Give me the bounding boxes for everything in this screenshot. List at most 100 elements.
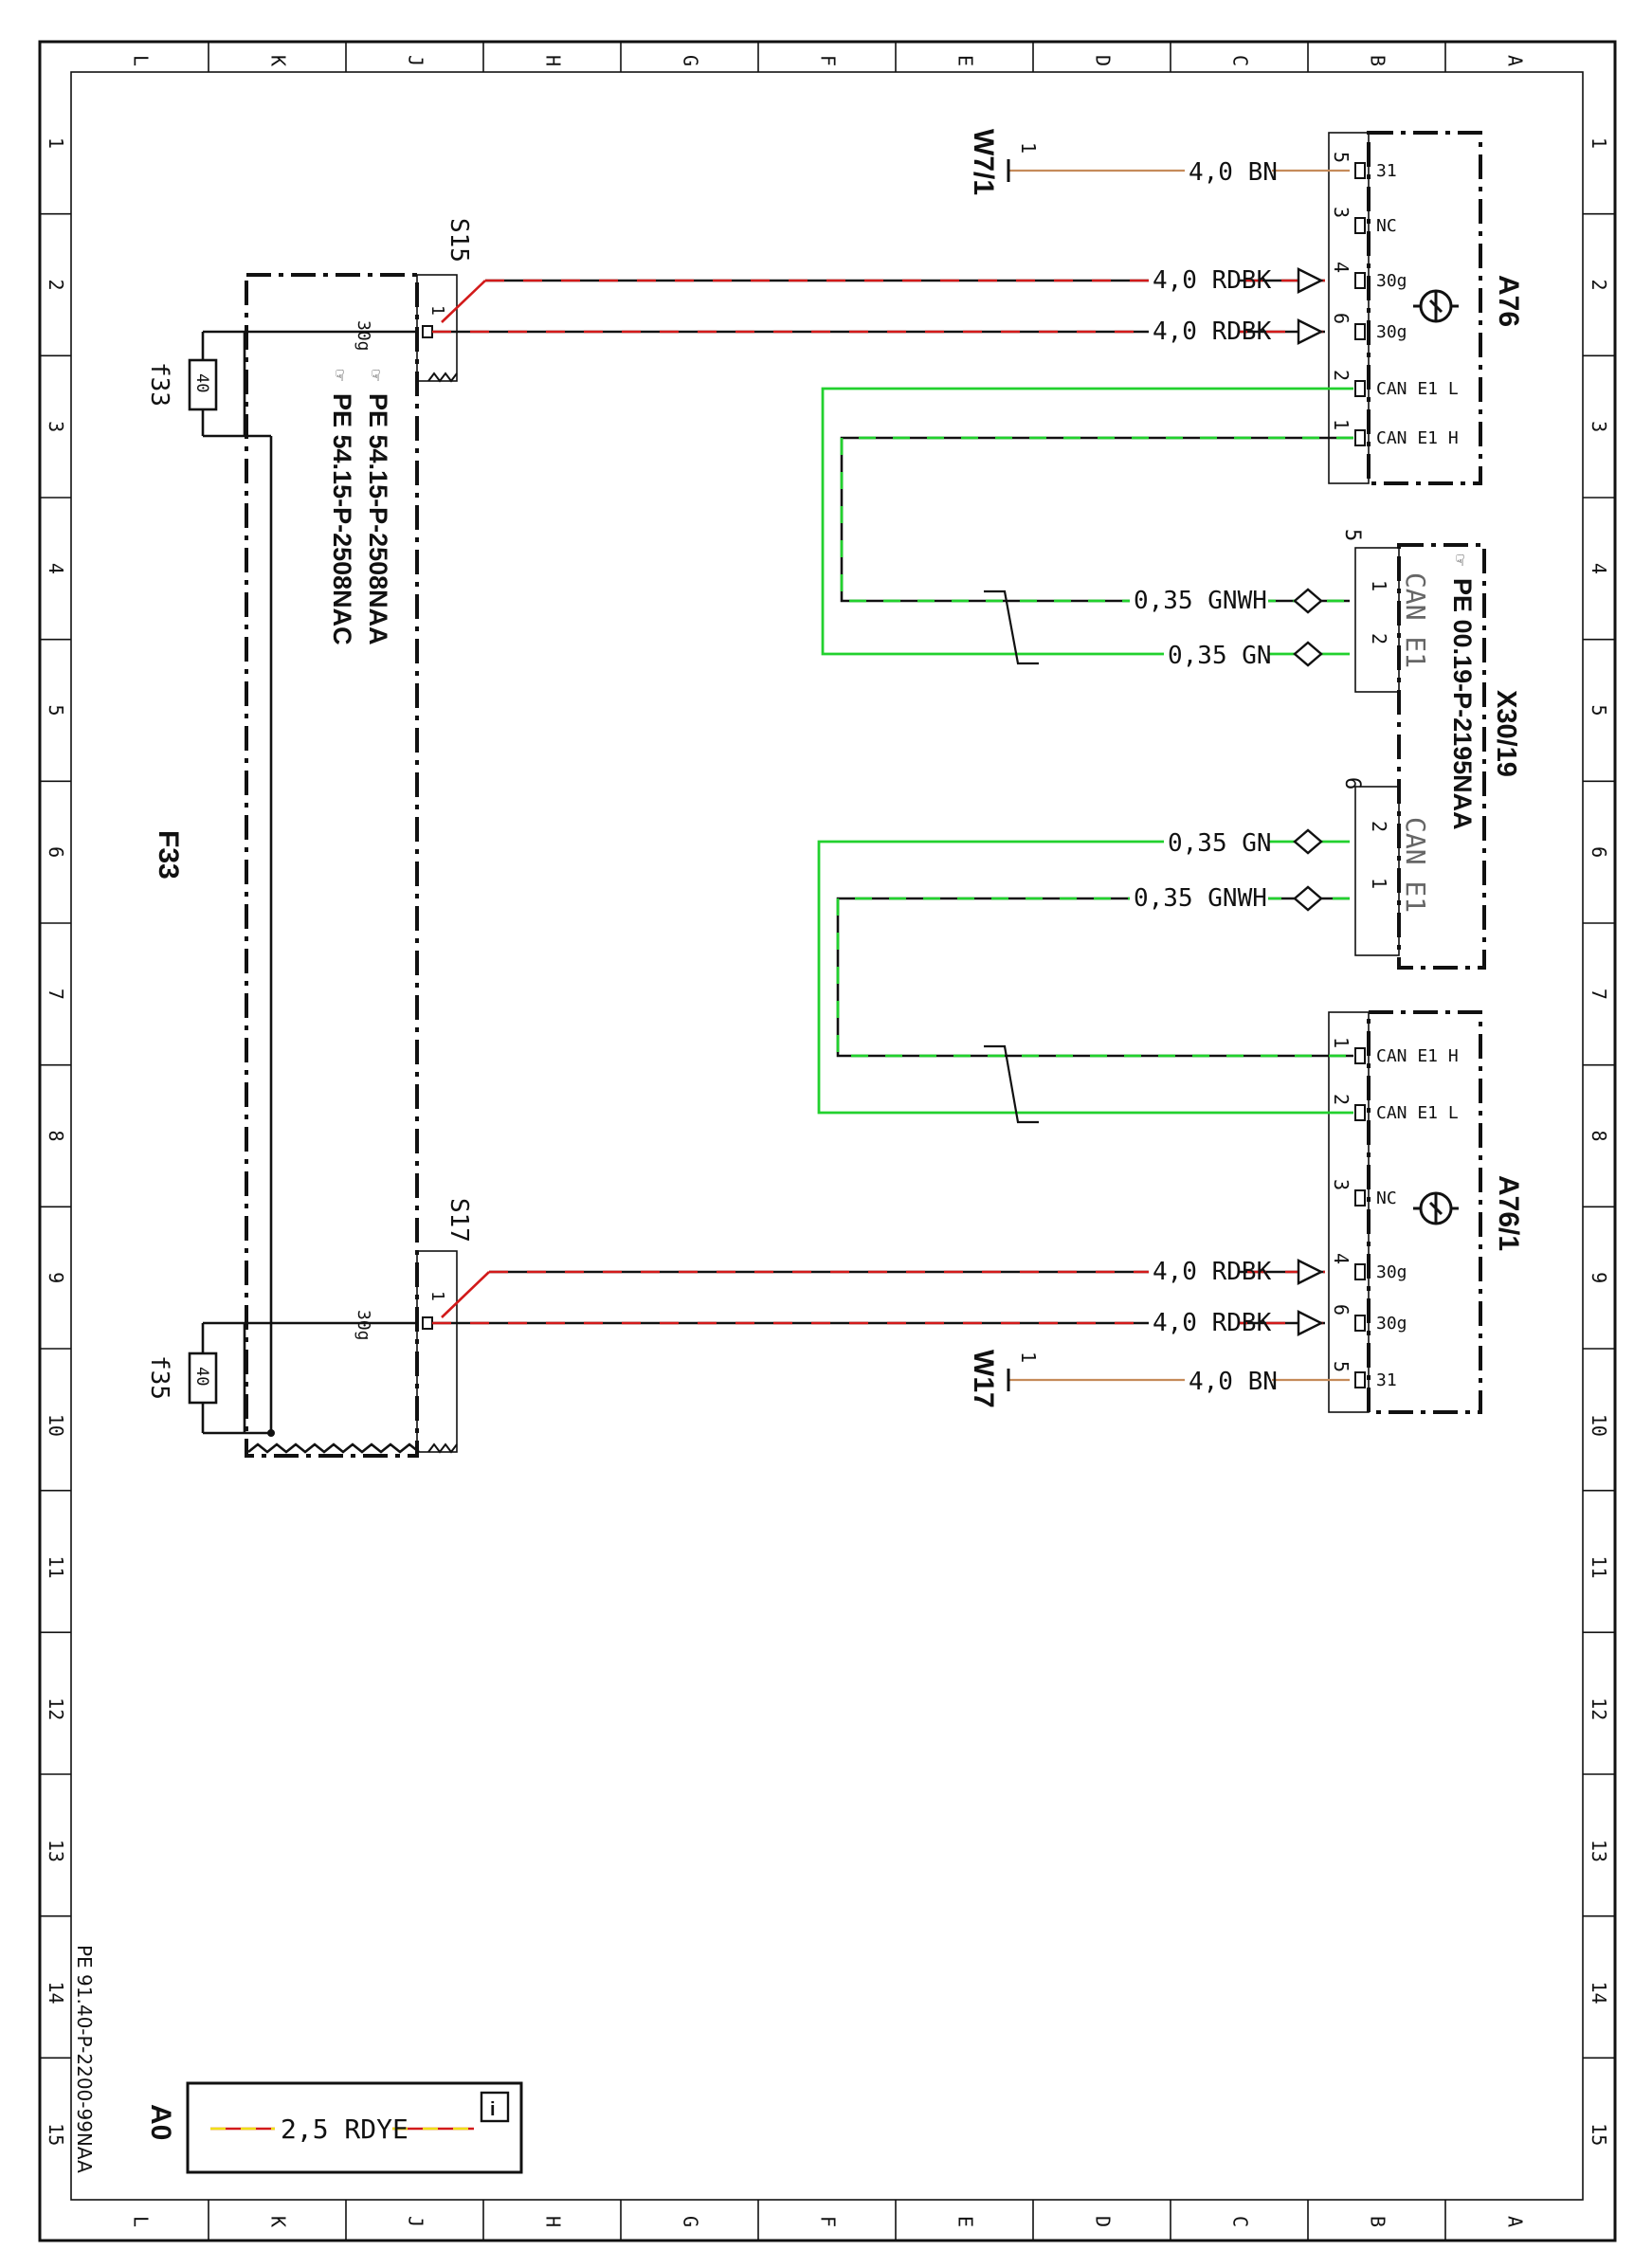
component-a76[interactable]: A76 [1328,131,1524,485]
column-label: G [680,55,702,66]
x30-pin: 1 [1368,878,1390,889]
wire-labels-can: 0,35 GNWH 0,35 GN 0,35 GN 0,35 GNWH [1130,586,1272,913]
w17-label: W17 [968,1350,999,1408]
fuse-rating: 40 [192,373,211,392]
x30-19-ref: PE 00.19-P-2195NAA [1448,578,1477,830]
s15-label: S15 [445,218,473,263]
fuse-pin-30g-bottom: 30g [354,1310,373,1341]
fuse-pin-30g-top: 30g [354,320,373,352]
a76-label: A76 [1493,275,1524,327]
wire-can-l-upper[interactable] [821,387,1353,656]
fuse-f33[interactable]: 40 f33 [145,330,245,438]
ground-w7-1[interactable]: W7/1 1 [968,129,1040,195]
wire-label: 4,0 RDBK [1153,266,1272,295]
wire-can-l-lower[interactable] [817,840,1353,1115]
wire-can-h-lower[interactable] [836,897,1353,1058]
wire-label: 4,0 RDBK [1153,318,1272,346]
row-label: 12 [45,1697,67,1720]
row-label: 2 [45,280,67,291]
pin-name: 31 [1376,161,1397,181]
component-x30-19[interactable]: X30/19 ☞ PE 00.19-P-2195NAA 5 6 CAN E1 C… [1340,529,1521,970]
column-label: L [130,55,153,66]
pin-number: 3 [1330,207,1352,218]
row-label: 4 [45,563,67,574]
pin-name: NC [1376,216,1397,236]
wire-label: 4,0 BN [1189,158,1278,187]
wire-bn-w17[interactable] [1007,1369,1350,1391]
pin-number: 1 [1330,1037,1352,1048]
info-icon[interactable] [480,2091,510,2123]
pin-terminal [1354,1315,1366,1332]
pin-name: CAN E1 L [1376,1103,1459,1123]
legend-wire-label: 2,5 RDYE [281,2114,408,2145]
component-f33[interactable]: F33 ☞ PE 54.15-P-2508NAA ☞ PE 54.15-P-25… [153,273,420,1458]
wire-can-h-upper[interactable] [840,436,1353,603]
row-label: 7 [1588,989,1610,1000]
row-label: 6 [45,846,67,858]
column-label: L [130,2216,153,2227]
info-icon-glyph: i [490,2099,496,2120]
row-label: 15 [1588,2123,1610,2146]
column-label: G [680,2216,702,2227]
splice-s15[interactable]: S15 1 [416,218,473,383]
drawing-frame [38,40,1617,2242]
x30-pins: 1 2 2 1 [1368,580,1390,889]
x30-top-label: CAN E1 [1400,572,1431,668]
pin-name: CAN E1 L [1376,379,1459,399]
wire-label: 0,35 GN [1168,829,1272,858]
x30-bottom-label: CAN E1 [1400,817,1431,913]
sheet-label: A0 [145,2104,176,2140]
row-label: 13 [1588,1840,1610,1862]
row-label: 11 [1588,1556,1610,1579]
splice-s17[interactable]: S17 1 [416,1198,473,1454]
pin-number: 4 [1330,262,1352,273]
connector-arrows-can [1293,588,1323,912]
wire-label: 0,35 GNWH [1134,884,1267,913]
column-label: K [267,2216,290,2227]
wire-bn-w7-1[interactable] [1007,159,1350,182]
column-label: E [954,2216,977,2227]
fuse-bus [243,330,417,1437]
component-a76-1[interactable]: A76/1 [1328,1010,1524,1414]
pin-terminal [1354,1189,1366,1207]
row-label: 3 [1588,421,1610,432]
pin-terminal [1354,1104,1366,1121]
document-icon: ☞ [1449,554,1472,566]
twisted-pair-marker [984,1044,1039,1124]
document-icon: ☞ [365,370,388,381]
x30-top-block: 5 [1340,529,1364,541]
a76-1-label: A76/1 [1493,1175,1524,1251]
wire-label: 4,0 RDBK [1153,1309,1272,1337]
pin-terminal [1354,323,1366,340]
row-label: 1 [45,137,67,149]
document-icon: ☞ [329,370,352,381]
row-label: 7 [45,989,67,1000]
row-label: 3 [45,421,67,432]
row-label: 14 [45,1982,67,2005]
row-label: 11 [45,1556,67,1579]
row-label: 12 [1588,1697,1610,1720]
pin-number: 6 [1330,1304,1352,1315]
column-label: F [817,2216,840,2227]
row-label: 13 [45,1840,67,1862]
ground-w17[interactable]: W17 1 [968,1350,1040,1408]
pin-terminal [1354,162,1366,179]
pin-name: 30g [1376,271,1407,291]
row-label: 14 [1588,1982,1610,2005]
column-label: B [1367,2216,1389,2227]
row-label: 1 [1588,137,1610,149]
column-label: F [817,55,840,66]
fuse-f35[interactable]: 40 f35 [145,1321,245,1435]
column-label: A [1504,55,1527,66]
column-label: H [542,2216,565,2227]
row-label: 5 [45,705,67,717]
pin-number: 1 [1330,419,1352,430]
pin-name: NC [1376,1188,1397,1208]
row-label: 10 [1588,1414,1610,1437]
column-label: J [405,55,427,66]
column-label: B [1367,55,1389,66]
s17-pin: 1 [427,1291,447,1301]
document-reference: PE 91.40-P-2200-99NAA [73,1945,96,2173]
